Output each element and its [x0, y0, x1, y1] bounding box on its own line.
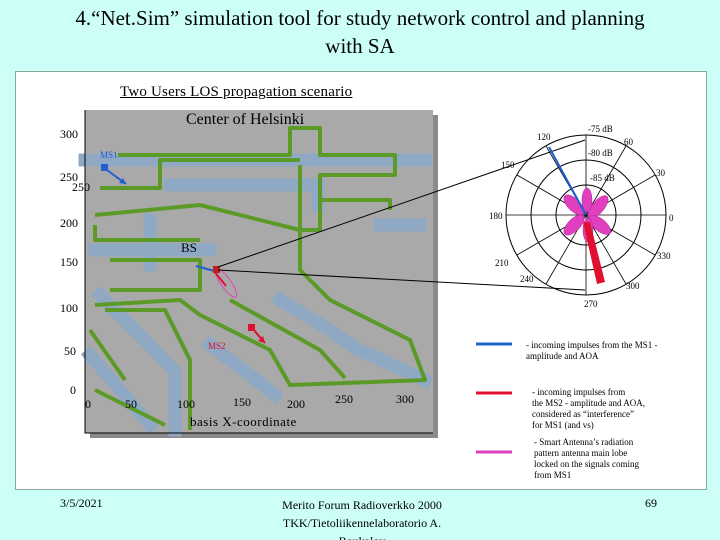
polar-angle-label: 240 [520, 274, 534, 284]
x-tick: 200 [287, 397, 305, 411]
legend-ms1-text: - incoming impulses from the MS1 - ampli… [526, 340, 658, 361]
x-tick: 150 [233, 395, 251, 409]
city-block [93, 225, 200, 242]
street [200, 335, 285, 405]
polar-angle-label: 150 [501, 160, 515, 170]
polar-angle-label: 180 [489, 211, 503, 221]
footer-credit: Merito Forum Radioverkko 2000 TKK/Tietol… [282, 498, 442, 540]
polar-angle-label: 120 [537, 132, 551, 142]
polar-angle-label: 330 [657, 251, 671, 261]
city-block [88, 328, 127, 382]
street [271, 291, 434, 389]
city-block [110, 258, 202, 292]
slide-title-line-1: 4.“Net.Sim” simulation tool for study ne… [75, 6, 645, 30]
sa-lobe [563, 214, 585, 236]
ms2-impulse-bar [583, 222, 605, 284]
x-axis-label: basis X-coordinate [190, 414, 297, 429]
city-streets [78, 153, 434, 437]
polar-plot [505, 134, 667, 296]
x-tick: 250 [335, 392, 353, 406]
y-tick: 0 [70, 383, 76, 397]
ms1-arrowhead [119, 178, 126, 184]
ms1-impulse-line [548, 146, 587, 216]
street [90, 285, 182, 437]
footer-date: 3/5/2021 [60, 496, 103, 510]
polar-db-label: -85 dB [590, 173, 615, 183]
polar-angle-label: 60 [624, 137, 633, 147]
city-block [229, 298, 347, 380]
bs-marker [213, 266, 220, 273]
legend-sa-text: - Smart Antenna’s radiation pattern ante… [534, 437, 639, 480]
slide-title-line-2: with SA [325, 34, 395, 58]
y-tick: 300 [60, 127, 78, 141]
zoom-line-bottom [217, 269, 586, 291]
ms2-label: MS2 [208, 341, 226, 351]
y-tick: 50 [64, 344, 76, 358]
city-block [105, 308, 192, 430]
city-block [100, 158, 300, 190]
y-tick: 200 [60, 216, 78, 230]
y-tick: 100 [60, 301, 78, 315]
zoom-line-top [217, 139, 586, 268]
polar-angle-label: 270 [584, 299, 598, 309]
x-tick: 0 [85, 397, 91, 411]
bs-label: BS [181, 240, 197, 255]
legend-ms2-text: - incoming impulses from the MS2 - ampli… [532, 387, 645, 430]
city-block [94, 388, 166, 427]
sa-lobe [589, 215, 611, 235]
polar-db-label: -75 dB [588, 124, 613, 134]
ms1-label: MS1 [100, 150, 118, 160]
x-tick: 300 [396, 392, 414, 406]
scenario-title: Two Users LOS propagation scenario [120, 84, 353, 100]
y-tick: 150 [60, 255, 78, 269]
slide-title: 4.“Net.Sim” simulation tool for study ne… [0, 4, 720, 60]
y-tick: 250 [60, 170, 78, 184]
x-tick: 100 [177, 397, 195, 411]
city-blocks [88, 126, 427, 430]
polar-angle-label: 210 [495, 258, 509, 268]
sa-lobe [587, 195, 609, 219]
x-tick: 50 [125, 397, 137, 411]
ms2-arrowhead [258, 336, 265, 343]
map-axes [84, 110, 433, 434]
polar-angle-label: 300 [626, 281, 640, 291]
city-block [94, 203, 427, 387]
bs-ms2-impulse [213, 270, 227, 287]
y-tick: 250 [72, 180, 90, 194]
polar-angle-label: 0 [669, 213, 674, 223]
city-block [118, 126, 397, 210]
ms2-marker [248, 324, 255, 331]
polar-db-label: -80 dB [588, 148, 613, 158]
polar-angle-label: 30 [656, 168, 665, 178]
ms1-marker [101, 164, 108, 171]
city-block [298, 165, 322, 232]
sa-lobe [581, 187, 593, 213]
map-title: Center of Helsinki [186, 111, 305, 128]
page-number: 69 [645, 496, 657, 510]
